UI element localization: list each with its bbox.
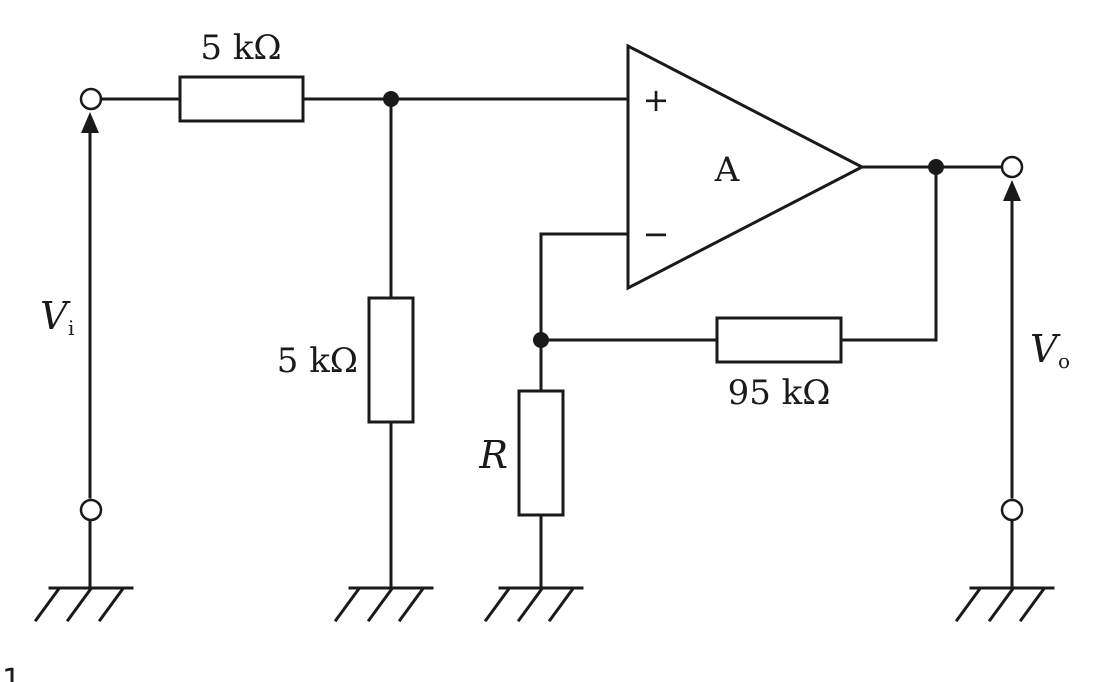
resistor-r [517, 389, 565, 517]
output-arrow-head [1003, 180, 1021, 201]
label-minus-input: − [643, 215, 670, 253]
ground-symbol-shunt [333, 586, 434, 623]
label-feedback-resistor: 95 kΩ [728, 373, 831, 413]
resistor-shunt [367, 296, 415, 424]
ground-symbol-input [33, 586, 134, 623]
figure-number: 1 [2, 663, 21, 682]
input-port [79, 87, 103, 590]
label-opamp: A [714, 150, 740, 190]
input-arrow-head [81, 112, 99, 133]
label-vi-sub: i [68, 316, 74, 340]
junction-output [928, 159, 944, 175]
ground-symbol-output [954, 586, 1055, 623]
ground-symbol-r [483, 586, 584, 623]
label-series-resistor: 5 kΩ [200, 28, 281, 68]
input-terminal-top [79, 87, 103, 111]
output-port [1000, 155, 1024, 590]
label-r-resistor: R [478, 433, 508, 477]
output-terminal-bottom [1000, 498, 1024, 522]
label-vo-sub: o [1058, 349, 1070, 373]
resistor-series [178, 75, 305, 123]
input-terminal-bottom [79, 498, 103, 522]
label-vo: V [1030, 327, 1061, 371]
label-plus-input: + [643, 81, 670, 119]
opamp-triangle [626, 43, 866, 291]
label-shunt-resistor: 5 kΩ [277, 341, 358, 381]
label-vi: V [40, 294, 71, 338]
output-terminal-top [1000, 155, 1024, 179]
resistor-feedback [715, 316, 843, 364]
